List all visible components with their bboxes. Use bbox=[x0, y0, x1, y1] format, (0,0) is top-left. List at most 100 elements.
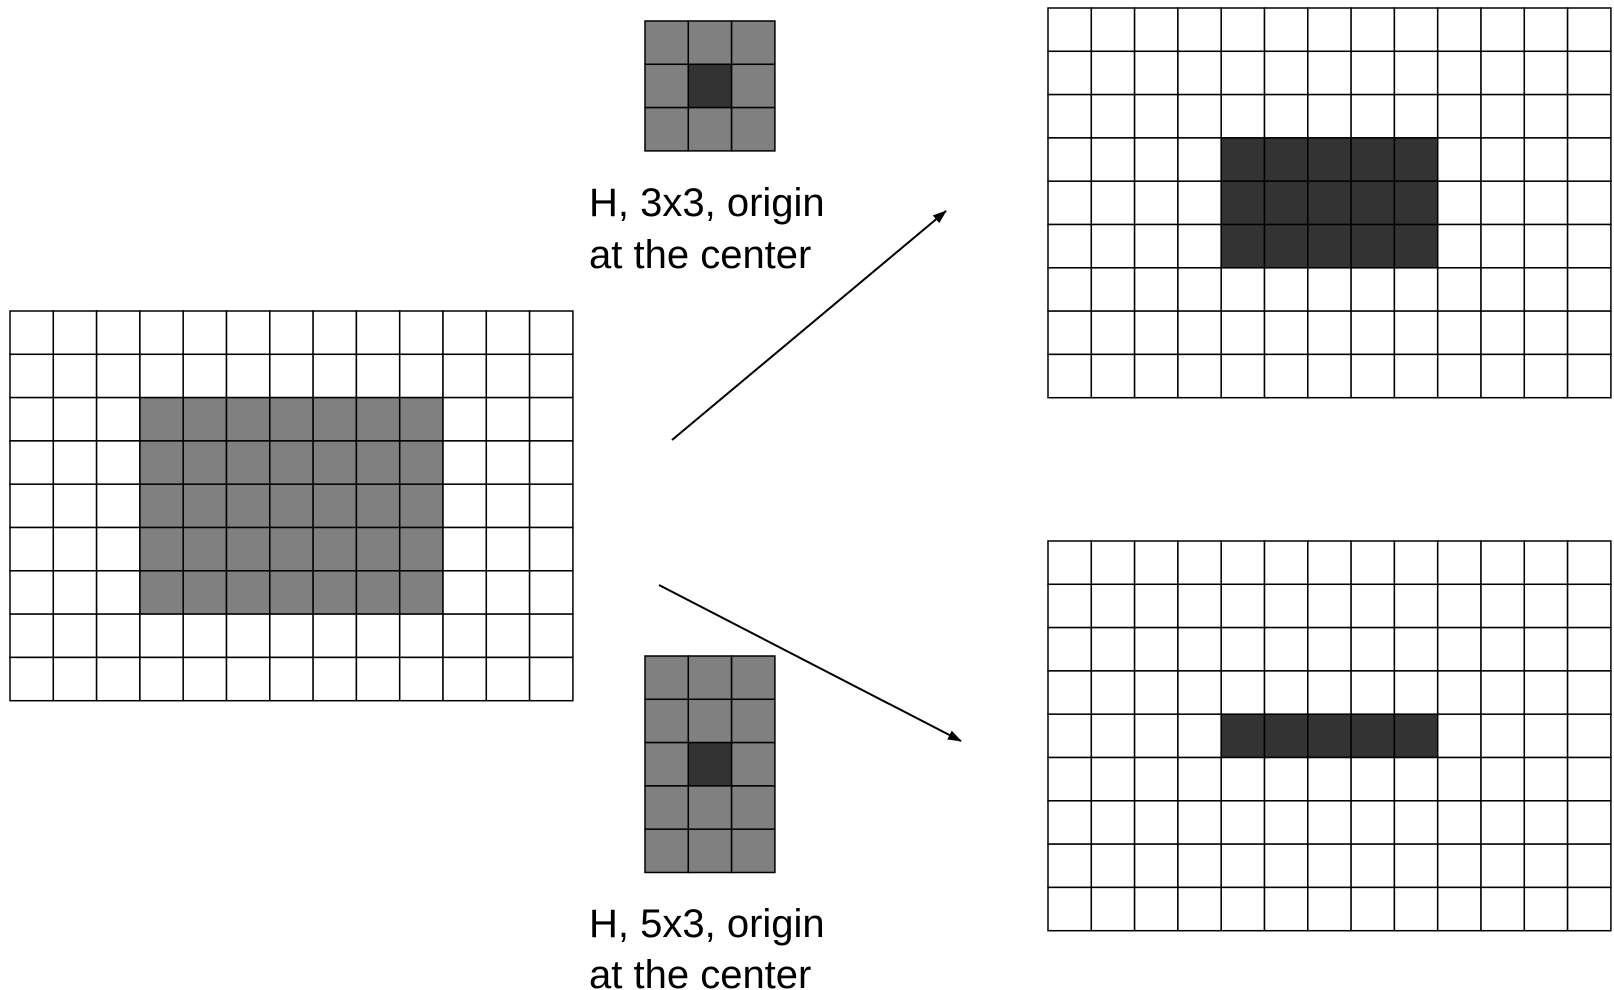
output-bottom-cell-0-2 bbox=[1133, 540, 1179, 586]
output-top-cell-2-12 bbox=[1566, 93, 1612, 139]
output-top-cell-4-2 bbox=[1133, 180, 1179, 226]
output-top-cell-7-7 bbox=[1350, 310, 1396, 356]
input-cell-4-9 bbox=[398, 483, 444, 529]
output-top-cell-2-5 bbox=[1263, 93, 1309, 139]
input-cell-1-2 bbox=[95, 353, 141, 399]
output-bottom-cell-2-3 bbox=[1177, 626, 1222, 672]
output-top-cell-6-12 bbox=[1566, 267, 1612, 312]
output-bottom-cell-7-0 bbox=[1047, 843, 1093, 889]
output-bottom-cell-6-1 bbox=[1090, 800, 1136, 845]
output-top-cell-5-11 bbox=[1523, 223, 1569, 269]
input-cell-4-1 bbox=[52, 483, 98, 529]
input-cell-6-0 bbox=[9, 570, 55, 615]
input-cell-5-9 bbox=[398, 526, 444, 572]
input-cell-2-6 bbox=[269, 396, 314, 442]
output-bottom-cell-1-11 bbox=[1523, 583, 1569, 629]
output-top-cell-3-6 bbox=[1307, 137, 1352, 182]
input-cell-3-9 bbox=[398, 440, 444, 485]
input-cell-8-12 bbox=[528, 656, 574, 702]
output-bottom-cell-8-1 bbox=[1090, 886, 1136, 932]
kernel-5x3-grid bbox=[644, 655, 776, 874]
output-top-cell-4-6 bbox=[1307, 180, 1352, 226]
kernel-bottom-cell-4-0 bbox=[644, 828, 690, 874]
kernel-bottom-cell-2-2 bbox=[730, 741, 776, 787]
output-bottom-cell-2-0 bbox=[1047, 626, 1093, 672]
output-top-cell-2-11 bbox=[1523, 93, 1569, 139]
input-cell-2-2 bbox=[95, 396, 141, 442]
input-cell-1-1 bbox=[52, 353, 98, 399]
input-cell-5-12 bbox=[528, 526, 574, 572]
input-cell-7-8 bbox=[355, 613, 401, 659]
output-bottom-cell-4-1 bbox=[1090, 713, 1136, 759]
output-top-cell-3-7 bbox=[1350, 137, 1396, 182]
input-cell-2-3 bbox=[139, 396, 184, 442]
input-cell-1-10 bbox=[442, 353, 488, 399]
output-top-cell-1-3 bbox=[1177, 50, 1222, 96]
kernel-top-cell-0-0 bbox=[644, 20, 690, 66]
input-cell-6-5 bbox=[225, 570, 271, 615]
output-top-cell-7-12 bbox=[1566, 310, 1612, 356]
input-cell-2-1 bbox=[52, 396, 98, 442]
output-bottom-cell-1-4 bbox=[1220, 583, 1266, 629]
output-bottom-cell-7-7 bbox=[1350, 843, 1396, 889]
output-top-cell-6-4 bbox=[1220, 267, 1266, 312]
kernel-bottom-cell-1-1 bbox=[687, 698, 733, 744]
output-top-cell-5-4 bbox=[1220, 223, 1266, 269]
input-cell-0-7 bbox=[312, 310, 358, 356]
output-top-cell-8-1 bbox=[1090, 353, 1136, 399]
output-bottom-cell-8-12 bbox=[1566, 886, 1612, 932]
output-bottom-cell-0-6 bbox=[1307, 540, 1352, 586]
input-cell-4-4 bbox=[182, 483, 228, 529]
input-cell-1-5 bbox=[225, 353, 271, 399]
output-bottom-cell-4-7 bbox=[1350, 713, 1396, 759]
output-bottom-cell-0-5 bbox=[1263, 540, 1309, 586]
input-cell-3-6 bbox=[269, 440, 314, 485]
output-top-cell-5-10 bbox=[1480, 223, 1526, 269]
output-top-cell-4-7 bbox=[1350, 180, 1396, 226]
output-bottom-cell-1-10 bbox=[1480, 583, 1526, 629]
kernel-3x3-grid bbox=[644, 20, 776, 152]
input-cell-6-8 bbox=[355, 570, 401, 615]
input-cell-7-11 bbox=[485, 613, 531, 659]
output-bottom-cell-2-9 bbox=[1436, 626, 1482, 672]
output-top-cell-4-3 bbox=[1177, 180, 1222, 226]
input-cell-8-9 bbox=[398, 656, 444, 702]
output-bottom-cell-3-3 bbox=[1177, 670, 1222, 715]
output-bottom-cell-6-12 bbox=[1566, 800, 1612, 845]
input-cell-4-10 bbox=[442, 483, 488, 529]
kernel-bottom-caption-line2: at the center bbox=[589, 953, 811, 990]
output-top-cell-5-8 bbox=[1393, 223, 1439, 269]
output-bottom-cell-1-5 bbox=[1263, 583, 1309, 629]
output-top-cell-3-5 bbox=[1263, 137, 1309, 182]
output-bottom-cell-4-8 bbox=[1393, 713, 1439, 759]
kernel-bottom-cell-0-0 bbox=[644, 655, 690, 701]
output-bottom-cell-2-7 bbox=[1350, 626, 1396, 672]
input-image-grid bbox=[9, 310, 574, 702]
output-bottom-cell-3-5 bbox=[1263, 670, 1309, 715]
output-top-cell-5-9 bbox=[1436, 223, 1482, 269]
input-cell-4-7 bbox=[312, 483, 358, 529]
output-bottom-cell-5-5 bbox=[1263, 756, 1309, 802]
input-cell-2-4 bbox=[182, 396, 228, 442]
output-top-cell-6-11 bbox=[1523, 267, 1569, 312]
output-top-cell-1-8 bbox=[1393, 50, 1439, 96]
input-cell-5-4 bbox=[182, 526, 228, 572]
output-bottom-cell-5-1 bbox=[1090, 756, 1136, 802]
input-cell-6-9 bbox=[398, 570, 444, 615]
output-top-cell-6-10 bbox=[1480, 267, 1526, 312]
input-cell-1-4 bbox=[182, 353, 228, 399]
input-cell-7-3 bbox=[139, 613, 184, 659]
output-top-cell-3-10 bbox=[1480, 137, 1526, 182]
output-bottom-cell-1-1 bbox=[1090, 583, 1136, 629]
output-top-cell-4-8 bbox=[1393, 180, 1439, 226]
input-cell-8-10 bbox=[442, 656, 488, 702]
output-bottom-cell-7-11 bbox=[1523, 843, 1569, 889]
input-cell-0-9 bbox=[398, 310, 444, 356]
output-top-cell-8-6 bbox=[1307, 353, 1352, 399]
input-cell-3-4 bbox=[182, 440, 228, 485]
output-bottom-cell-2-1 bbox=[1090, 626, 1136, 672]
output-top-cell-6-3 bbox=[1177, 267, 1222, 312]
output-bottom-cell-3-7 bbox=[1350, 670, 1396, 715]
input-cell-3-2 bbox=[95, 440, 141, 485]
output-top-cell-1-5 bbox=[1263, 50, 1309, 96]
